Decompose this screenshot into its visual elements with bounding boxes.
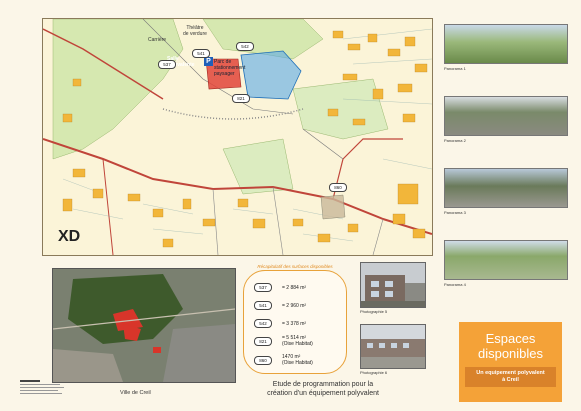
parcel-tag-537: 537 xyxy=(158,60,176,69)
etude-title: Etude de programmation pour la création … xyxy=(267,381,379,397)
map-label-xd: XD xyxy=(58,228,81,245)
panorama-1-image xyxy=(444,24,568,64)
panorama-1: Panorama 1 xyxy=(444,24,568,71)
panorama-4: Panorama 4 xyxy=(444,240,568,287)
surfaces-title: Récapitulatif des surfaces disponibles xyxy=(257,264,333,269)
label-carriere: Carrière xyxy=(148,37,167,43)
parcel-tag-821: 821 xyxy=(232,94,250,103)
title-line-2: disponibles xyxy=(477,346,544,361)
parcel-tag-542: 542 xyxy=(236,42,254,51)
label-theatre: Théâtre de verdure xyxy=(183,25,207,37)
parcel-tag-541: 541 xyxy=(192,49,210,58)
parcel-tag-860: 860 xyxy=(329,183,347,192)
surface-row: 537 = 2 884 m² xyxy=(254,283,306,292)
surfaces-panel: 537 = 2 884 m² 541 = 2 960 m² 542 = 3 37… xyxy=(243,270,347,374)
title-line-1: Espaces xyxy=(485,331,536,346)
aerial-drawing xyxy=(53,269,235,382)
surface-row: 860 1470 m² (Oise Habitat) xyxy=(254,354,313,366)
panorama-2: Panorama 2 xyxy=(444,96,568,143)
surface-id: 860 xyxy=(254,355,272,365)
panorama-4-caption: Panorama 4 xyxy=(444,282,466,287)
parking-icon: P xyxy=(204,57,213,66)
title-subtitle: Un equipement polyvalent à Creil xyxy=(465,367,556,387)
surface-row: 542 = 3 378 m² xyxy=(254,319,306,328)
surface-value: 1470 m² (Oise Habitat) xyxy=(282,354,313,366)
surface-value: = 3 378 m² xyxy=(282,320,307,327)
photo-5-drawing xyxy=(361,263,425,307)
photo-6-drawing xyxy=(361,325,425,368)
surface-row: 541 = 2 960 m² xyxy=(254,301,306,310)
label-salle: Salle polyvalente xyxy=(167,56,195,68)
surface-id: 542 xyxy=(254,319,272,328)
surface-value: = 2 960 m² xyxy=(282,302,307,309)
aerial-caption: Ville de Creil xyxy=(120,390,151,396)
photo-6 xyxy=(360,324,426,369)
surface-id: 541 xyxy=(254,301,272,310)
map-drawing xyxy=(43,19,432,255)
surface-id: 821 xyxy=(254,336,272,346)
panorama-3-caption: Panorama 3 xyxy=(444,210,466,215)
logo-block xyxy=(20,380,70,405)
cadastral-map: Carrière Théâtre de verdure Salle polyva… xyxy=(42,18,433,256)
photo-5-caption: Photographie 5 xyxy=(360,309,388,314)
panorama-2-image xyxy=(444,96,568,136)
photo-5 xyxy=(360,262,426,308)
photo-6-caption: Photographie 6 xyxy=(360,370,388,375)
panorama-3: Panorama 3 xyxy=(444,168,568,215)
panorama-3-image xyxy=(444,168,568,208)
panorama-1-caption: Panorama 1 xyxy=(444,66,466,71)
surface-row: 821 = 5 514 m² (Oise Habitat) xyxy=(254,335,313,347)
label-parc: Parc de stationnement paysager xyxy=(214,59,246,77)
logo-graphic xyxy=(20,380,64,394)
panorama-2-caption: Panorama 2 xyxy=(444,138,466,143)
surface-value: = 5 514 m² (Oise Habitat) xyxy=(282,335,313,347)
title-box: Espaces disponibles Un equipement polyva… xyxy=(459,322,562,402)
panorama-4-image xyxy=(444,240,568,280)
surface-value: = 2 884 m² xyxy=(282,284,307,291)
aerial-photo xyxy=(52,268,236,383)
surface-id: 537 xyxy=(254,283,272,292)
